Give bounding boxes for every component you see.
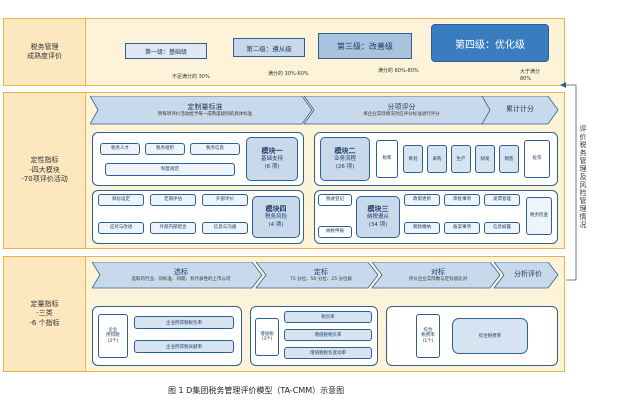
m3-item-1: 税收登记 <box>318 194 352 206</box>
group1-item-2: 企业所得税贡献率 <box>134 340 234 353</box>
qual-arrows <box>90 96 559 125</box>
module4-badge: 模块四 税务风险 (4 项) <box>252 196 300 238</box>
module2-name: 模块二 <box>334 146 356 155</box>
threshold-1: 不足满分的 30% <box>172 74 210 80</box>
m2-item-4: 生产 <box>451 145 471 173</box>
group1-item-1: 企业所得税税负率 <box>134 316 234 329</box>
qual-step-2-desc: 将企业实际情况对应评价标准进行评分 <box>363 111 440 117</box>
group3-label: 综合 税费率 (1个) <box>416 314 440 358</box>
module1-count: (6 项) <box>264 163 280 170</box>
module1-sub: 基础支持 <box>260 156 283 163</box>
m3-item-7: 备案事项 <box>444 222 480 234</box>
quant-step-3-desc: 评价企业实际数与定标值比对 <box>408 276 468 282</box>
qual-step-3-title: 累计计分 <box>506 105 534 114</box>
quant-arrows <box>92 262 559 289</box>
module4-name: 模块四 <box>265 204 287 213</box>
m4-item-3: 外部评价 <box>202 194 248 206</box>
level-2: 第二级：遵从级 <box>233 38 305 57</box>
level-3: 第三级：改善级 <box>318 33 412 59</box>
group2-label: 增值税 (3个) <box>255 318 279 356</box>
module3-badge: 模块三 纳税遵从 (34 项) <box>356 196 400 238</box>
module3-sub: 纳税遵从 <box>366 214 389 221</box>
m2-item-5: 研发 <box>475 145 495 173</box>
module3-count: (34 项) <box>368 221 388 228</box>
quant-step-3-title: 对标 <box>431 267 445 276</box>
threshold-4: 大于满分 80% <box>520 69 541 82</box>
quantitative-label: 定量指标 -三类 -6 个指标 <box>4 257 86 371</box>
quant-step-2-desc: 75 分位、50 分位、25 分位级 <box>290 276 352 282</box>
maturity-label: 税务管理 成熟度评价 <box>4 19 86 85</box>
threshold-2: 满分的 30%-60% <box>268 71 309 77</box>
quant-step-4: 分析评价 <box>500 262 556 288</box>
m3-item-9: 税务检查 <box>526 197 552 235</box>
feedback-connector <box>560 82 577 281</box>
m2-item-3: 采购 <box>427 145 447 173</box>
module4-sub: 税务风险 <box>264 214 287 221</box>
m2-item-2: 筹划 <box>403 145 423 173</box>
m3-item-6: 税款缴纳 <box>404 222 440 234</box>
m3-item-8: 信息披露 <box>484 222 520 234</box>
qual-step-1-title: 定制量标准 <box>187 102 223 111</box>
m4-item-6: 信息与沟通 <box>202 222 248 234</box>
qual-step-1: 定制量标准 到每项评价活动给予每一成熟度级别的具体标准 <box>100 96 310 124</box>
group1-label: 企业 所得税 (2个) <box>98 314 128 358</box>
qualitative-label: 定性指标 -四大模块 -70项评价活动 <box>4 93 86 248</box>
level-1: 第一级：基础级 <box>125 43 207 59</box>
module4-count: (4 项) <box>268 221 284 228</box>
group2-item-2: 增值税税负率 <box>284 329 372 341</box>
m1-item-1: 税务人才 <box>100 143 140 155</box>
quant-step-3: 对标 评价企业实际数与定标值比对 <box>382 262 494 288</box>
group2-item-1: 税负率 <box>284 311 372 323</box>
m3-item-3: 审批事项 <box>444 194 480 206</box>
quant-step-2: 定标 75 分位、50 分位、25 分位级 <box>266 262 376 288</box>
m3-item-4: 发票管理 <box>484 194 520 206</box>
qual-step-1-desc: 到每项评价活动给予每一成熟度级别的具体标准 <box>157 111 253 117</box>
qual-step-3: 累计计分 <box>486 96 554 124</box>
m4-item-2: 定期评估 <box>150 194 196 206</box>
module2-count: (26 项) <box>335 163 355 170</box>
group2-item-3: 增值税税负变动率 <box>284 347 372 359</box>
side-note: 评价税务管理及风险管理情况 <box>579 125 587 229</box>
quant-step-2-title: 定标 <box>314 267 328 276</box>
level-4: 第四级：优化级 <box>431 24 549 62</box>
threshold-3: 满分的 60%-80% <box>378 68 419 74</box>
module2-badge: 模块二 业务流程 (26 项) <box>320 137 370 181</box>
m3-item-5: 纳税申报 <box>318 226 352 238</box>
m1-item-2: 税务组织 <box>145 143 185 155</box>
m2-item-7: 投资 <box>524 140 550 178</box>
quant-step-1-title: 选标 <box>174 267 188 276</box>
m2-item-6: 销售 <box>499 145 519 173</box>
m3-item-2: 政策更新 <box>404 194 440 206</box>
m4-item-1: 目标设定 <box>98 194 144 206</box>
module1-badge: 模块一 基础支持 (6 项) <box>246 137 298 181</box>
m1-item-3: 税务信息 <box>190 143 240 155</box>
m4-item-5: 外部内部配合 <box>150 222 196 234</box>
qual-step-2-title: 分项评分 <box>387 102 416 111</box>
quant-step-1-desc: 选取的行业、同标准、同期、有代表性的上市公司 <box>131 276 231 282</box>
m1-item-4: 制度规范 <box>105 163 235 176</box>
module3-name: 模块三 <box>367 204 389 213</box>
module2-sub: 业务流程 <box>333 156 356 163</box>
qual-step-2: 分项评分 将企业实际情况对应评价标准进行评分 <box>314 96 489 124</box>
quant-step-1: 选标 选取的行业、同标准、同期、有代表性的上市公司 <box>102 262 260 288</box>
figure-caption: 图 1 D集团税务管理评价模型（TA-CMM）示意图 <box>168 386 345 395</box>
quant-step-4-title: 分析评价 <box>514 270 542 279</box>
m2-item-1: 税筹 <box>376 140 398 178</box>
module1-name: 模块一 <box>261 146 283 155</box>
m4-item-4: 应对与改进 <box>98 222 144 234</box>
group3-item-1: 综合税费率 <box>452 318 528 354</box>
